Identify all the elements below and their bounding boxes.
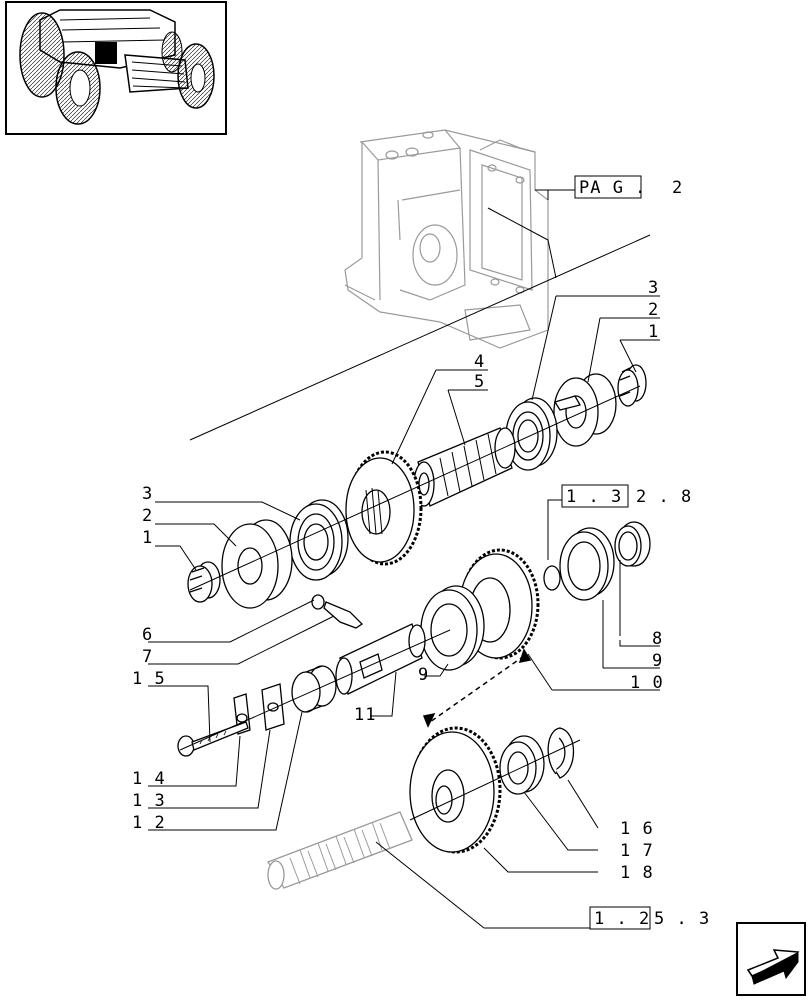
ref-132-boxed: 1 . 3 [566,487,622,507]
label-3-upper: 3 [648,278,659,298]
bearing-part-9-lower [420,585,485,671]
bearing-part-1-upper [617,364,647,407]
bushing-part-12 [291,665,337,713]
label-7: 7 [142,647,153,667]
gearbox-housing [344,129,549,349]
ref-pag-rest: 2 [672,178,683,198]
label-16: 1 6 [620,819,654,839]
bolt-part-15 [177,721,249,757]
ref-pag-boxed: PA G . [579,178,646,198]
ref-125-rest: 5 . 3 [654,909,710,929]
bearing-part-3-upper [505,397,558,471]
label-1-upper: 1 [648,322,659,342]
bearing-part-9-upper [559,527,615,601]
ref-pag[interactable]: PA G . 2 [574,175,683,199]
transfer-arrow [422,648,532,728]
label-13: 1 3 [132,791,166,811]
label-12: 1 2 [132,813,166,833]
label-1-lower: 1 [142,528,153,548]
label-2-upper: 2 [648,300,659,320]
ring-part-17 [499,735,545,795]
label-14: 1 4 [132,769,166,789]
housing-axis-line [189,234,651,441]
label-5: 5 [474,372,485,392]
snap-ring [543,565,561,591]
ring-part-8 [614,521,651,567]
plate-part-13 [261,683,285,731]
splined-shaft-part-5 [413,427,516,507]
ref-1-2-5-3[interactable]: 1 . 2 5 . 3 [589,906,710,930]
part-labels: 3 2 1 4 5 3 2 1 6 7 8 9 1 0 9 11 1 5 1 4… [132,278,664,883]
label-2-lower: 2 [142,506,153,526]
ref-1-3-2-8[interactable]: 1 . 3 2 . 8 [561,484,692,508]
cone-part-2-lower [221,519,293,609]
label-15: 1 5 [132,669,166,689]
shaft-part-11 [335,623,426,695]
gear-part-4 [345,450,423,566]
label-3-lower: 3 [142,484,153,504]
pin-part-6-7 [311,594,364,629]
cone-part-2-upper [553,373,617,447]
label-9-right: 9 [652,651,663,671]
label-8: 8 [652,629,663,649]
ref-132-rest: 2 . 8 [636,487,692,507]
next-page-arrow-icon[interactable] [736,922,806,996]
label-18: 1 8 [620,863,654,883]
bearing-part-3-lower [289,499,349,581]
label-9-left: 9 [418,665,429,685]
lower-assembly [267,726,581,890]
gear-part-18 [409,726,502,854]
ref-125-boxed: 1 . 2 [594,909,650,929]
label-6: 6 [142,625,153,645]
label-11: 11 [354,705,376,725]
bearing-part-1-lower [187,561,221,603]
label-4: 4 [474,352,485,372]
upper-shaft-assembly [187,364,647,609]
label-17: 1 7 [620,841,654,861]
snap-ring-part-16 [547,727,574,779]
middle-assembly [177,521,651,757]
label-10: 1 0 [630,673,664,693]
tractor-thumbnail-icon[interactable] [5,1,227,135]
leader-lines [148,189,660,929]
output-shaft [267,811,413,890]
